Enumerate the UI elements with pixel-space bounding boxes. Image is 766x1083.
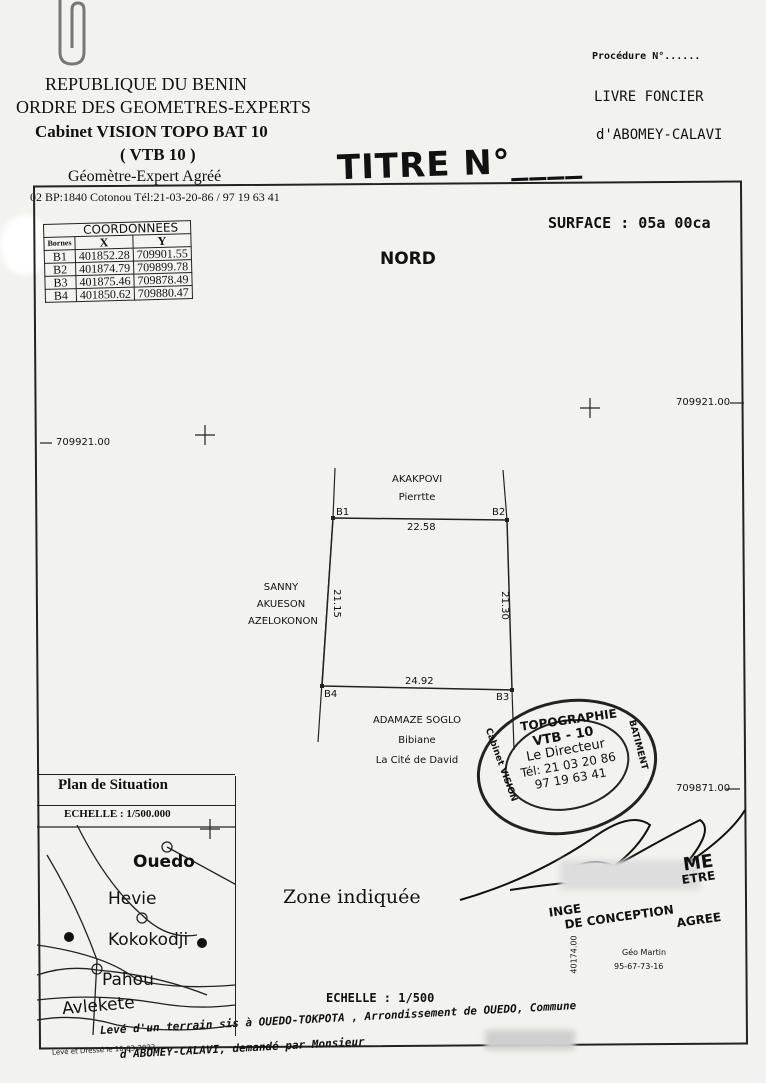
situation-map [37,825,235,1035]
grid-cross [200,819,220,839]
corner-b1: B1 [336,507,350,518]
grid-label-bottom-right: 709871.00 [676,783,731,794]
length-left: 21.15 [330,589,342,618]
situation-scale: ECHELLE : 1/500.000 [64,808,171,820]
zone-indicated: Zone indiquée [283,886,421,908]
parcel-outline [321,517,513,691]
engineer-side-number: 40174.00 [569,935,579,974]
length-bottom: 24.92 [405,676,434,687]
surface: SURFACE : 05a 00ca [548,214,711,232]
grid-cross [580,398,600,418]
redacted-requester [485,1030,575,1050]
place-hevie: Hevie [108,889,157,909]
livre-foncier: LIVRE FONCIER [594,89,704,105]
place-kokokodji: Kokokodji [108,930,189,950]
engineer-phone: 95-67-73-16 [614,962,664,971]
place-ouedo: Ouedo [133,852,195,872]
corner-b2: B2 [492,507,506,518]
grid-label-right: 709921.00 [676,397,731,408]
header-code: ( VTB 10 ) [120,145,196,164]
situation-plan [35,776,236,1036]
header-role: Géomètre-Expert Agréé [68,168,222,185]
redacted-name [560,860,700,890]
place-pahou: Pahou [102,970,154,990]
length-top: 22.58 [407,522,436,533]
procedure-number: Procédure N°...... [592,51,701,62]
grid-cross [195,425,215,445]
livre-city: d'ABOMEY-CALAVI [596,127,723,143]
header-order: ORDRE DES GEOMETRES-EXPERTS [16,97,311,117]
header-contact: 02 BP:1840 Cotonou Tél:21-03-20-86 / 97 … [30,190,280,204]
engineer-name: Géo Martin [622,948,667,957]
boundary-extension [317,467,515,751]
torn-corner [0,215,50,275]
situation-title-box [37,774,235,806]
paper-clip-icon [58,0,86,66]
situation-title: Plan de Situation [58,777,169,793]
north-label: NORD [380,249,436,269]
length-right: 21.30 [498,591,510,620]
header-cabinet: Cabinet VISION TOPO BAT 10 [35,122,268,141]
corner-b4: B4 [324,689,338,700]
grid-label-left: 709921.00 [56,437,111,448]
header-republic: REPUBLIQUE DU BENIN [45,74,247,94]
drawing-scale: ECHELLE : 1/500 [326,991,435,1005]
corner-b3: B3 [496,692,510,703]
